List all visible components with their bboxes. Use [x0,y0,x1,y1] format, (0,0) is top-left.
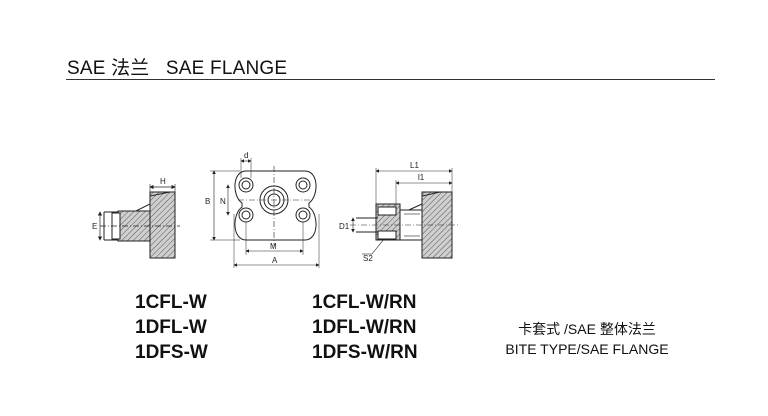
model-code: 1CFL-W/RN [312,292,417,313]
model-code: 1DFS-W/RN [312,342,418,363]
bite-type-model-list: 1CFL-W/RN 1DFL-W/RN 1DFS-W/RN [312,290,418,365]
front-view [210,158,320,268]
dim-label-d: d [244,151,248,160]
dim-label-e: E [92,222,97,231]
dim-label-s2: S2 [363,254,373,263]
model-code: 1CFL-W [135,292,207,313]
side-section-view [97,184,180,259]
dim-label-b: B [205,197,210,206]
model-code: 1DFL-W/RN [312,317,417,338]
bite-type-section-view [350,168,460,259]
dim-label-h: H [160,177,166,186]
dim-label-m: M [270,242,277,251]
dim-label-d1: D1 [339,222,350,231]
type-description: 卡套式 /SAE 整体法兰 BITE TYPE/SAE FLANGE [494,319,680,359]
title-underline [66,79,715,80]
model-code: 1DFS-W [135,342,208,363]
dim-label-l1: L1 [410,161,419,170]
page-title: SAE 法兰 SAE FLANGE [67,58,288,79]
dim-label-a: A [272,256,278,265]
description-zh: 卡套式 /SAE 整体法兰 [518,321,656,337]
welded-model-list: 1CFL-W 1DFL-W 1DFS-W [135,290,208,365]
model-code: 1DFL-W [135,317,207,338]
dim-label-small-l1: l1 [418,173,425,182]
description-en: BITE TYPE/SAE FLANGE [505,341,669,357]
dim-label-n: N [220,197,226,206]
